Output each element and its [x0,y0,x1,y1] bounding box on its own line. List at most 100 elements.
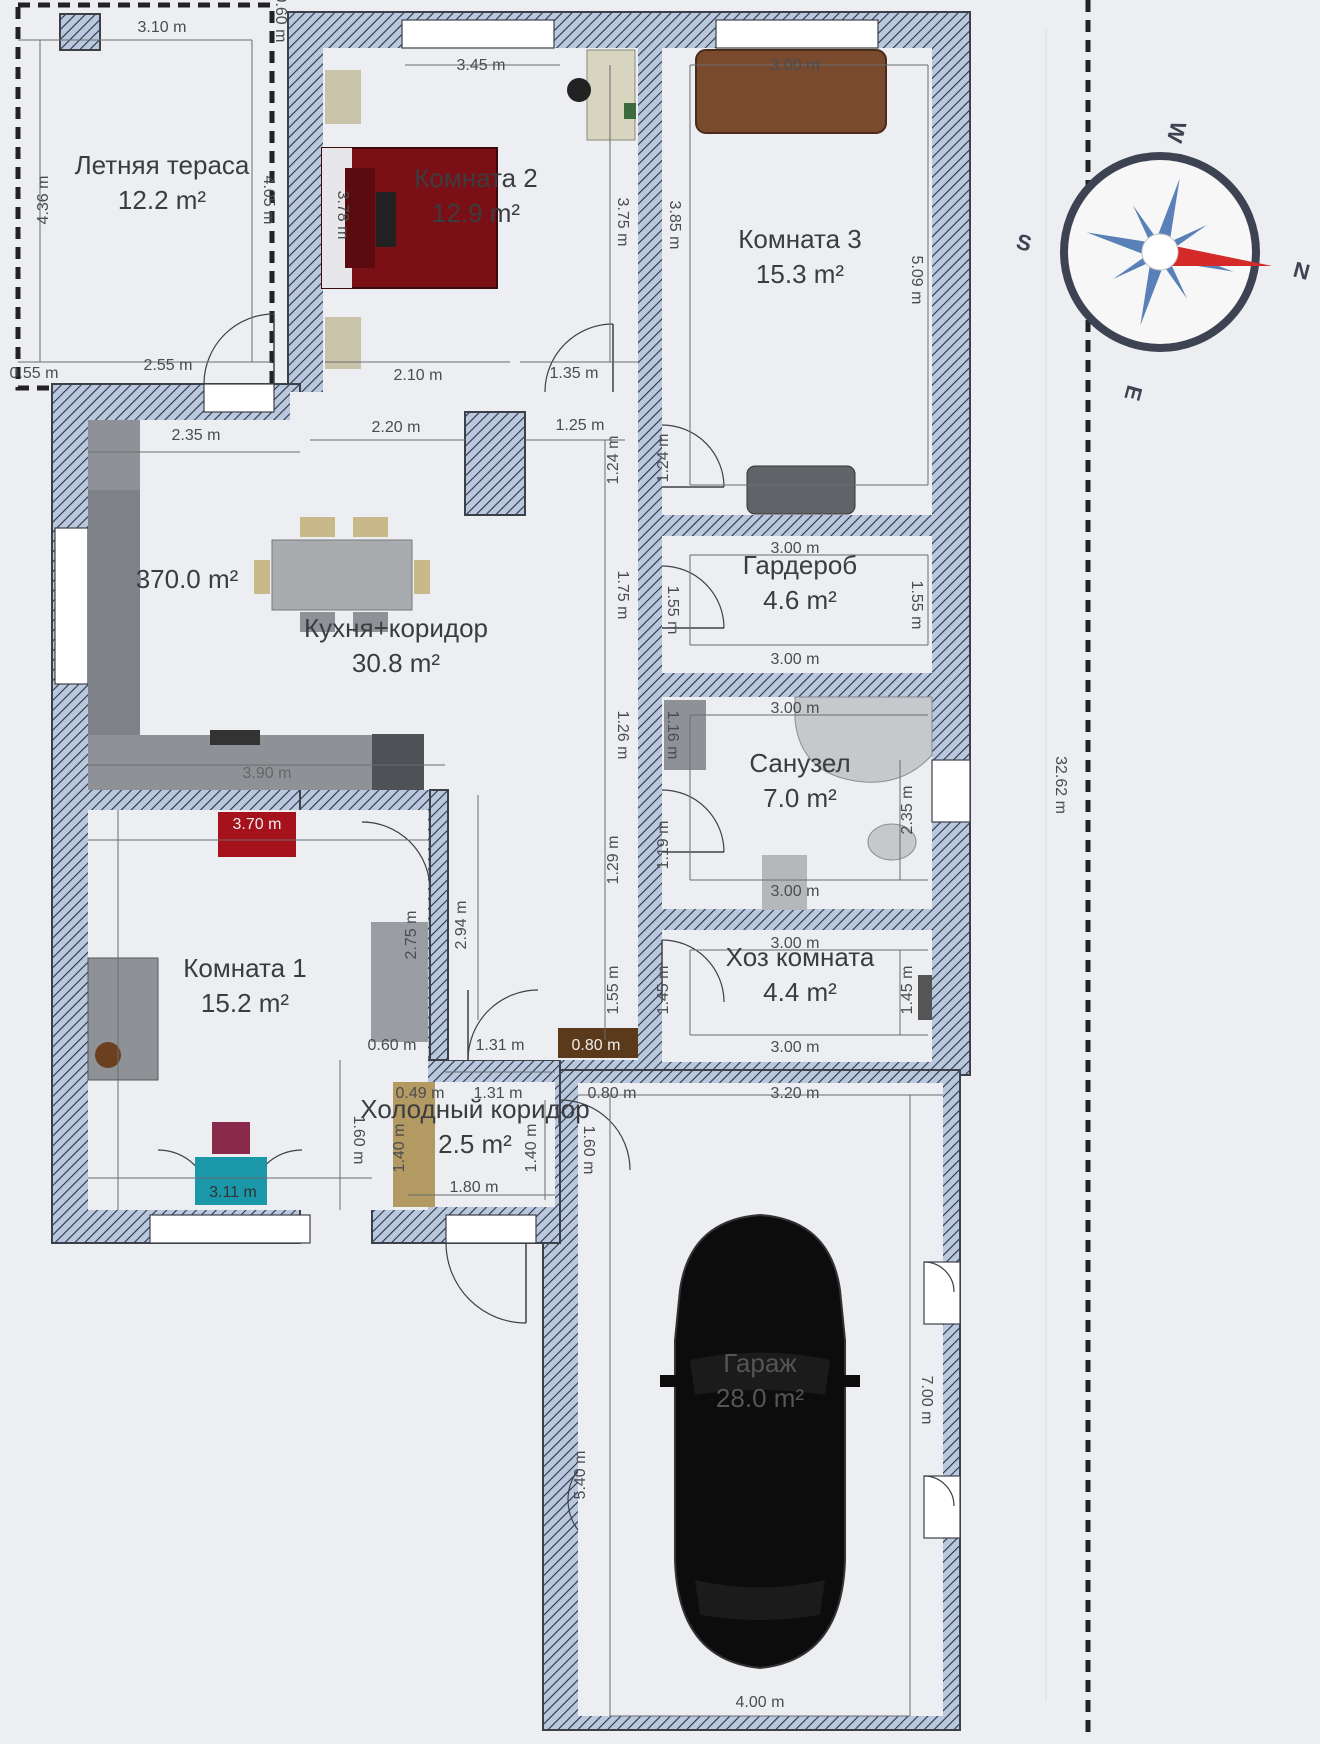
room1-east-wall [429,789,449,1061]
washbasin [762,855,807,910]
window-bathroom [931,759,971,823]
desk-room1 [195,1157,267,1205]
terrace-post [59,13,101,51]
wardrobe-room1 [371,922,428,1042]
compass-n: N [1291,257,1313,285]
room1-name: Комната 1 [183,953,307,983]
door-room2[interactable] [544,323,614,393]
dim-label: 2.10 m [394,367,443,384]
dim-label: 3.45 m [457,57,506,74]
dim-label: 3.10 m [138,19,187,36]
dim-label: 5.40 m [572,1451,589,1500]
dim-label: 3.00 m [771,700,820,717]
desk-room2 [567,49,636,141]
window-kitchen [54,527,89,685]
dim-label: 7.00 m [918,1376,935,1425]
dining-table [254,517,430,632]
dim-label: 5.09 m [908,256,925,305]
toilet [867,823,917,861]
dim-label: 3.00 m [771,540,820,557]
dim-label: 4.00 m [736,1694,785,1711]
dim-label: 1.25 m [556,417,605,434]
dresser-room1 [218,812,296,857]
dim-label: 3.70 m [233,816,282,833]
teddy-bear-icon [95,1042,121,1068]
compass-rose-icon [1086,178,1272,326]
dim-label: 3.75 m [614,198,631,247]
dim-label: 32.62 m [1052,756,1069,814]
window-room3 [715,19,879,49]
door-room3[interactable] [661,424,725,488]
dim-label: 4.05 m [260,176,277,225]
room2-name: Комната 2 [414,163,538,193]
dim-label: 0.80 m [572,1037,621,1054]
dim-label: 3.85 m [666,201,683,250]
door-frame-terrace [203,383,275,413]
dim-label: 1.55 m [664,586,681,635]
cold-corridor-name: Холодный коридор [360,1094,589,1124]
wardrobe-area: 4.6 m² [763,585,837,615]
car-icon [660,1213,860,1670]
dim-label: 1.24 m [605,436,622,485]
sofa-room3 [695,49,887,134]
chair-room1 [212,1122,250,1154]
door-garage-inner[interactable] [559,1099,631,1171]
door-room1[interactable] [361,821,431,891]
door-wardrobe[interactable] [661,565,725,629]
door-terrace[interactable] [203,313,275,385]
dim-label: 2.55 m [144,357,193,374]
shoe-rack [558,1028,638,1058]
dim-label: 2.20 m [372,419,421,436]
dim-label: 0.80 m [588,1085,637,1102]
dim-label: 1.35 m [550,365,599,382]
door-garage-gate-2[interactable] [923,1475,955,1507]
dim-label: 2.94 m [453,901,470,950]
garage-name: Гараж [723,1348,797,1378]
dim-label: 0.60 m [272,0,289,42]
bed-room2 [321,147,498,289]
dim-label: 3.20 m [771,1085,820,1102]
terrace-name: Летняя тераса [75,150,250,180]
dim-label: 1.75 m [614,571,631,620]
dim-label: 1.16 m [664,711,681,760]
compass: N S E W [1014,119,1313,404]
dim-label: 2.75 m [403,911,420,960]
room3-name: Комната 3 [738,224,862,254]
dim-label: 3.00 m [771,1039,820,1056]
bathtub [794,696,933,783]
dim-label: 2.35 m [172,427,221,444]
door-bathroom[interactable] [661,789,725,853]
kitchen-name: Кухня+коридор [304,613,488,643]
room3-area: 15.3 m² [756,259,844,289]
door-hall[interactable] [467,989,539,1061]
dim-label: 3.90 m [243,765,292,782]
cold-corridor-area: 2.5 m² [438,1129,512,1159]
room2-area: 12.9 m² [432,198,520,228]
utility-name: Хоз комната [726,942,875,972]
tv-stand-room3 [746,465,856,515]
window-room2 [401,19,555,49]
door-garage-side[interactable] [567,1469,579,1531]
compass-s: S [1014,229,1035,257]
kitchen-area: 30.8 m² [352,648,440,678]
dim-label: 3.00 m [771,935,820,952]
bathroom-area: 7.0 m² [763,783,837,813]
dim-label: 1.45 m [655,966,672,1015]
dim-label: 3.11 m [209,1184,257,1201]
door-garage-gate-1[interactable] [923,1261,955,1293]
dimension-labels: 3.10 m 4.36 m 4.05 m 0.55 m 2.55 m 3.45 … [10,0,1069,1711]
room-labels: Летняя тераса 12.2 m² Комната 2 12.9 m² … [75,150,875,1413]
hall-floor [445,790,638,1060]
window-garage-1 [923,1261,961,1325]
nightstand-bottom [325,317,361,369]
boiler [918,975,932,1020]
dim-label: 1.80 m [450,1179,499,1196]
door-utility[interactable] [661,939,725,1003]
dim-label: 3.00 m [771,883,820,900]
dim-label: 0.49 m [396,1085,445,1102]
dimension-lines [18,39,943,1717]
door-entry[interactable] [445,1242,527,1324]
dim-label: 0.55 m [10,365,59,382]
dim-label: 1.24 m [655,434,672,483]
